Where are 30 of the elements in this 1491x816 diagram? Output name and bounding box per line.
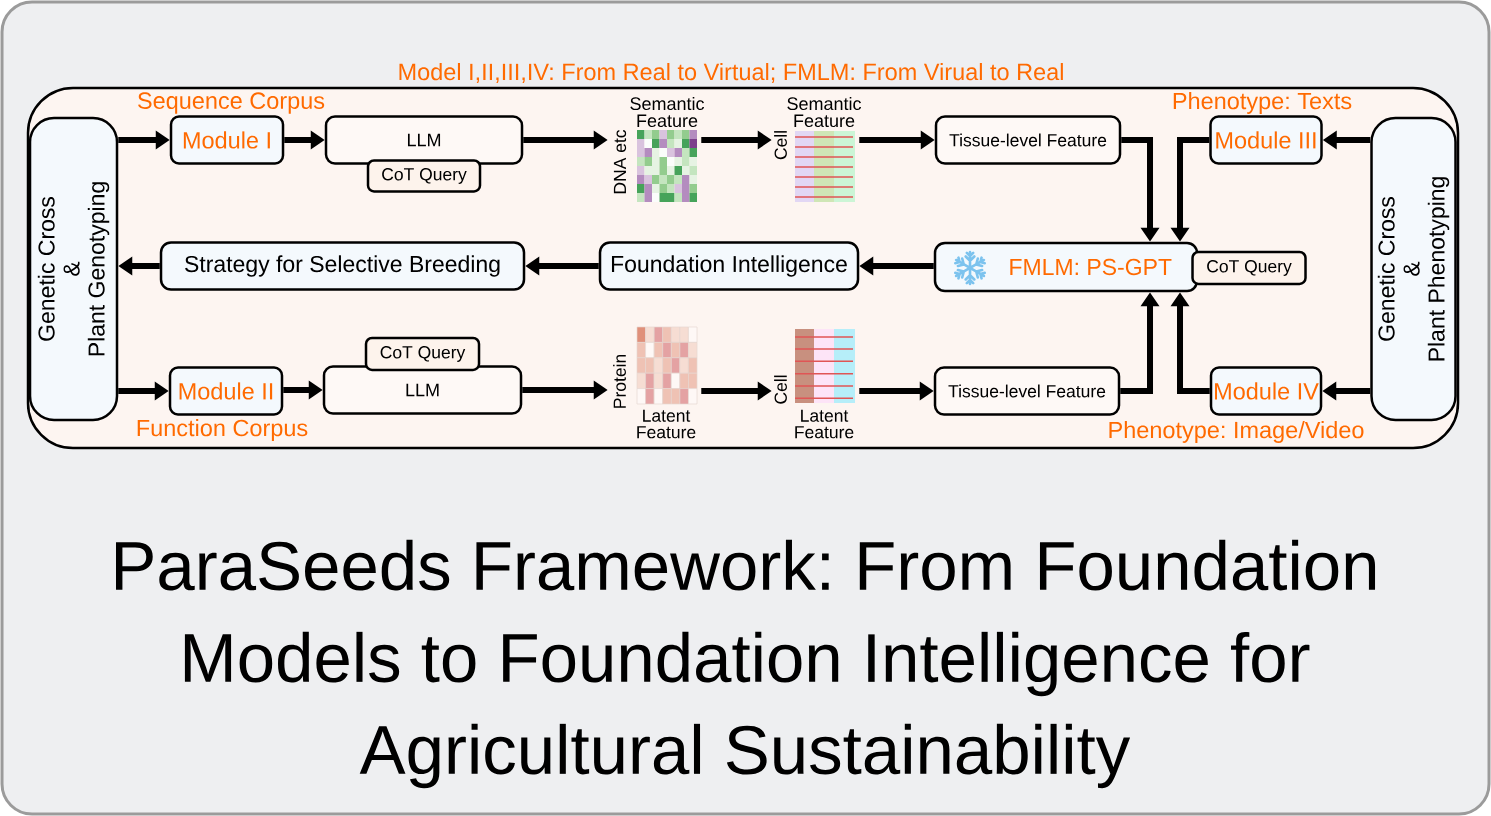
feature-box: Tissue-level Feature (934, 115, 1122, 165)
module-box: Module IV (1209, 366, 1323, 416)
heatmap-label: Semantic Feature (630, 96, 705, 128)
axis-label: DNA etc (613, 129, 627, 194)
caption-text: ParaSeeds Framework: From Foundation Models to Foundation Intelligence for Agricultural Sustainability (116, 539, 1376, 789)
query-box: CoT Query (364, 336, 481, 372)
axis-label: Cell (774, 131, 787, 160)
module-caption: Function Corpus (137, 419, 308, 441)
side-box: Genetic Cross & Plant Genotyping (28, 116, 119, 422)
module-box: Module III (1209, 115, 1323, 165)
module-box: Module I (169, 115, 285, 165)
module-caption: Sequence Corpus (138, 92, 325, 114)
axis-label: Cell (774, 375, 787, 404)
process-box: Foundation Intelligence (598, 241, 860, 291)
module-caption: Phenotype: Image/Video (1109, 421, 1364, 443)
module-caption: Phenotype: Texts (1173, 92, 1352, 114)
feature-box: Tissue-level Feature (933, 366, 1121, 416)
heatmap-label: Latent Feature (795, 409, 854, 439)
module-box: Module II (168, 366, 284, 416)
model-box: LLM (324, 115, 524, 165)
side-box: Genetic Cross & Plant Phenotyping (1370, 116, 1457, 422)
model-box: FMLM: PS-GPT (933, 241, 1199, 293)
query-box: CoT Query (1191, 250, 1307, 286)
heatmap-label: Latent Feature (637, 409, 696, 439)
panel-heading: Model I,II,III,IV: From Real to Virtual; FMLM: From Virual to Real (399, 63, 1063, 83)
process-box: Strategy for Selective Breeding (159, 241, 526, 291)
model-box: LLM (322, 365, 523, 415)
heatmap-label: Semantic Feature (787, 96, 862, 128)
axis-label: Protein (613, 354, 626, 408)
query-box: CoT Query (366, 159, 482, 193)
